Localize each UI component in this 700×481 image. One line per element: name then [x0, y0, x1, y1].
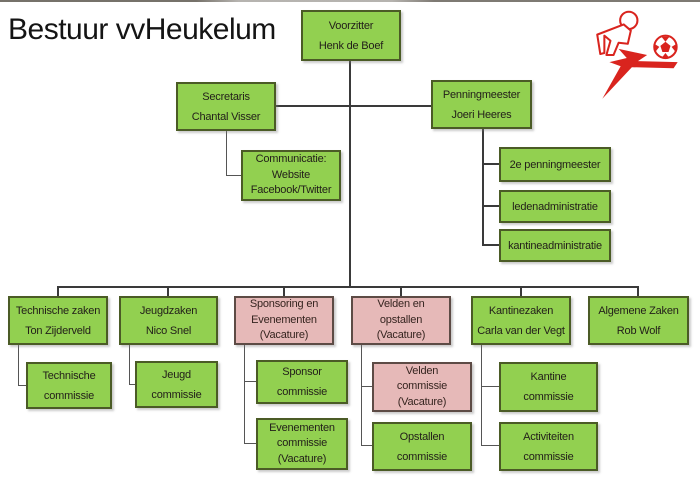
- connector-bottom-row: [57, 286, 639, 288]
- org-node-ledenadministratie: ledenadministratie: [499, 190, 611, 223]
- connector-sponsoring: [244, 381, 256, 382]
- org-node-activiteiten-commissie: Activiteiten commissie: [499, 422, 598, 471]
- org-node-kantine-commissie: Kantine commissie: [499, 362, 598, 412]
- org-node-secretaris: Secretaris Chantal Visser: [176, 82, 276, 131]
- connector-stub: [400, 286, 402, 296]
- connector-stub: [482, 244, 499, 246]
- connector-stub: [283, 286, 285, 296]
- connector-velden: [361, 445, 372, 446]
- connector-velden: [361, 386, 372, 387]
- org-node-evenementen-commissie: Evenementen commissie (Vacature): [256, 418, 348, 470]
- connector-sponsoring: [244, 345, 245, 444]
- org-node-kantinezaken: Kantinezaken Carla van der Vegt: [471, 296, 571, 345]
- org-node-penningmeester: Penningmeester Joeri Heeres: [431, 80, 532, 129]
- connector-technische: [18, 385, 26, 386]
- connector-stub: [167, 286, 169, 296]
- org-node-algemene-zaken: Algemene Zaken Rob Wolf: [588, 296, 689, 345]
- connector-stub: [482, 205, 499, 207]
- connector-kantine: [481, 345, 482, 446]
- connector-stub: [520, 286, 522, 296]
- org-node-velden-commissie: Velden commissie (Vacature): [372, 362, 472, 412]
- scan-artifact-line: [0, 0, 700, 2]
- connector-jeugd: [129, 345, 130, 385]
- org-node-technische-commissie: Technische commissie: [26, 362, 112, 409]
- org-node-voorzitter: Voorzitter Henk de Boef: [301, 10, 401, 61]
- connector-trunk: [349, 61, 351, 287]
- connector-sec-pen: [276, 105, 431, 107]
- connector-sponsoring: [244, 443, 256, 444]
- org-node-kantineadministratie: kantineadministratie: [499, 229, 611, 262]
- connector-communicatie: [226, 175, 241, 176]
- org-node-velden-opstallen: Velden en opstallen (Vacature): [351, 296, 451, 345]
- connector-jeugd: [129, 384, 135, 385]
- org-node-jeugd-commissie: Jeugd commissie: [135, 361, 218, 408]
- org-node-communicatie: Communicatie: Website Facebook/Twitter: [241, 150, 341, 201]
- connector-technische: [18, 345, 19, 386]
- page-title: Bestuur vvHeukelum: [8, 13, 276, 46]
- connector-communicatie: [226, 131, 227, 176]
- connector-penning-children: [482, 129, 484, 246]
- org-node-sponsoring-evenementen: Sponsoring en Evenementen (Vacature): [234, 296, 334, 345]
- connector-kantine: [481, 386, 499, 387]
- org-node-sponsor-commissie: Sponsor commissie: [256, 360, 348, 404]
- org-node-2e-penningmeester: 2e penningmeester: [499, 147, 611, 182]
- org-node-jeugdzaken: Jeugdzaken Nico Snel: [119, 296, 218, 345]
- connector-stub: [57, 286, 59, 296]
- connector-velden: [361, 345, 362, 446]
- org-node-opstallen-commissie: Opstallen commissie: [372, 422, 472, 471]
- connector-stub: [637, 286, 639, 296]
- connector-stub: [482, 163, 499, 165]
- org-node-technische-zaken: Technische zaken Ton Zijderveld: [8, 296, 108, 345]
- connector-kantine: [481, 445, 499, 446]
- football-player-logo-icon: [596, 10, 678, 99]
